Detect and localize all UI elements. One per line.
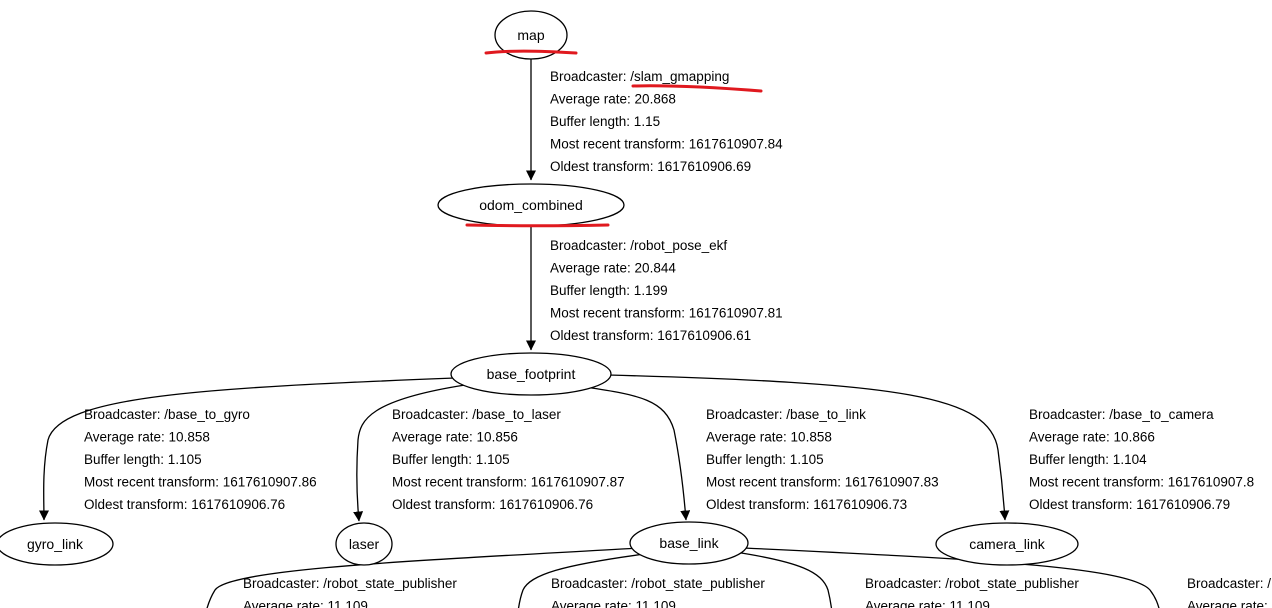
- node-label: odom_combined: [479, 197, 583, 213]
- broadcaster-line: Broadcaster: /slam_gmapping: [550, 69, 729, 84]
- underline-map: [484, 49, 578, 55]
- edge-footprint-laser: [353, 384, 466, 522]
- underline-odom-combined: [465, 223, 610, 228]
- recent-line: Most recent transform: 1617610907.84: [550, 137, 783, 152]
- buffer-line: Buffer length: 1.105: [392, 452, 510, 467]
- edge-label-footprint-camera: Broadcaster: /base_to_camera Average rat…: [1029, 407, 1258, 512]
- broadcaster-line: Broadcaster: /base_to_link: [706, 407, 866, 422]
- rate-line: Average rate: 11.109: [865, 599, 990, 608]
- broadcaster-line: Broadcaster: /base_to_laser: [392, 407, 561, 422]
- node-laser: laser: [335, 522, 393, 566]
- recent-line: Most recent transform: 1617610907.8: [1029, 475, 1254, 490]
- broadcaster-line: Broadcaster: /: [1187, 576, 1271, 591]
- buffer-line: Buffer length: 1.199: [550, 283, 668, 298]
- highlight-marks: [465, 49, 763, 228]
- node-label: camera_link: [969, 536, 1045, 552]
- edge-link-child-2: [517, 552, 653, 608]
- broadcaster-line: Broadcaster: /base_to_gyro: [84, 407, 250, 422]
- node-base-link: base_link: [629, 521, 749, 565]
- rate-line: Average rate: 10.858: [84, 430, 210, 445]
- node-label: laser: [349, 536, 380, 552]
- rate-line: Average rate: 20.844: [550, 261, 676, 276]
- node-label: gyro_link: [27, 536, 84, 552]
- nodes: map odom_combined base_footprint gyro_li…: [0, 10, 1079, 566]
- edge-footprint-gyro: [38, 377, 456, 521]
- node-map: map: [494, 10, 568, 60]
- node-label: map: [517, 27, 544, 43]
- edge-label-footprint-laser: Broadcaster: /base_to_laser Average rate…: [392, 407, 628, 512]
- edge-footprint-camera: [607, 374, 1010, 521]
- oldest-line: Oldest transform: 1617610906.79: [1029, 497, 1230, 512]
- broadcaster-line: Broadcaster: /robot_state_publisher: [551, 576, 765, 591]
- buffer-line: Buffer length: 1.15: [550, 114, 660, 129]
- edge-labels: Broadcaster: /slam_gmapping Average rate…: [84, 69, 1272, 608]
- edge-link-child-3: [734, 551, 833, 608]
- broadcaster-line: Broadcaster: /robot_pose_ekf: [550, 238, 727, 253]
- recent-line: Most recent transform: 1617610907.86: [84, 475, 317, 490]
- edge-label-footprint-gyro: Broadcaster: /base_to_gyro Average rate:…: [84, 407, 320, 512]
- node-label: base_link: [659, 535, 719, 551]
- broadcaster-line: Broadcaster: /robot_state_publisher: [243, 576, 457, 591]
- recent-line: Most recent transform: 1617610907.87: [392, 475, 625, 490]
- edge-footprint-link: [584, 386, 691, 521]
- oldest-line: Oldest transform: 1617610906.69: [550, 159, 751, 174]
- oldest-line: Oldest transform: 1617610906.73: [706, 497, 907, 512]
- rate-line: Average rate: 10.856: [392, 430, 518, 445]
- edge-label-map-odom: Broadcaster: /slam_gmapping Average rate…: [550, 69, 786, 174]
- edge-link-child-1: [206, 547, 641, 608]
- oldest-line: Oldest transform: 1617610906.61: [550, 328, 751, 343]
- rate-line: Average rate: 11.109: [551, 599, 676, 608]
- edge-label-footprint-link: Broadcaster: /base_to_link Average rate:…: [706, 407, 942, 512]
- edge-label-link-child-4: Broadcaster: / Average rate:: [1187, 576, 1272, 608]
- buffer-line: Buffer length: 1.105: [706, 452, 824, 467]
- buffer-line: Buffer length: 1.105: [84, 452, 202, 467]
- node-odom-combined: odom_combined: [437, 183, 625, 227]
- rate-line: Average rate: 20.868: [550, 92, 676, 107]
- buffer-line: Buffer length: 1.104: [1029, 452, 1147, 467]
- node-gyro-link: gyro_link: [0, 522, 114, 566]
- broadcaster-line: Broadcaster: /base_to_camera: [1029, 407, 1214, 422]
- rate-line: Average rate: 10.866: [1029, 430, 1155, 445]
- edges: [38, 58, 1160, 608]
- rate-line: Average rate: 11.109: [243, 599, 368, 608]
- edge-link-child-4: [743, 547, 1160, 608]
- node-base-footprint: base_footprint: [450, 352, 612, 396]
- oldest-line: Oldest transform: 1617610906.76: [392, 497, 593, 512]
- recent-line: Most recent transform: 1617610907.83: [706, 475, 939, 490]
- rate-line: Average rate:: [1187, 599, 1268, 608]
- edge-label-link-child-3: Broadcaster: /robot_state_publisher Aver…: [865, 576, 1083, 608]
- edge-label-link-child-2: Broadcaster: /robot_state_publisher Aver…: [551, 576, 769, 608]
- node-label: base_footprint: [487, 366, 576, 382]
- edge-label-odom-footprint: Broadcaster: /robot_pose_ekf Average rat…: [550, 238, 786, 343]
- oldest-line: Oldest transform: 1617610906.76: [84, 497, 285, 512]
- underline-slam-gmapping: [631, 84, 763, 93]
- edge-label-link-child-1: Broadcaster: /robot_state_publisher Aver…: [243, 576, 461, 608]
- recent-line: Most recent transform: 1617610907.81: [550, 306, 783, 321]
- node-camera-link: camera_link: [935, 522, 1079, 566]
- broadcaster-line: Broadcaster: /robot_state_publisher: [865, 576, 1079, 591]
- rate-line: Average rate: 10.858: [706, 430, 832, 445]
